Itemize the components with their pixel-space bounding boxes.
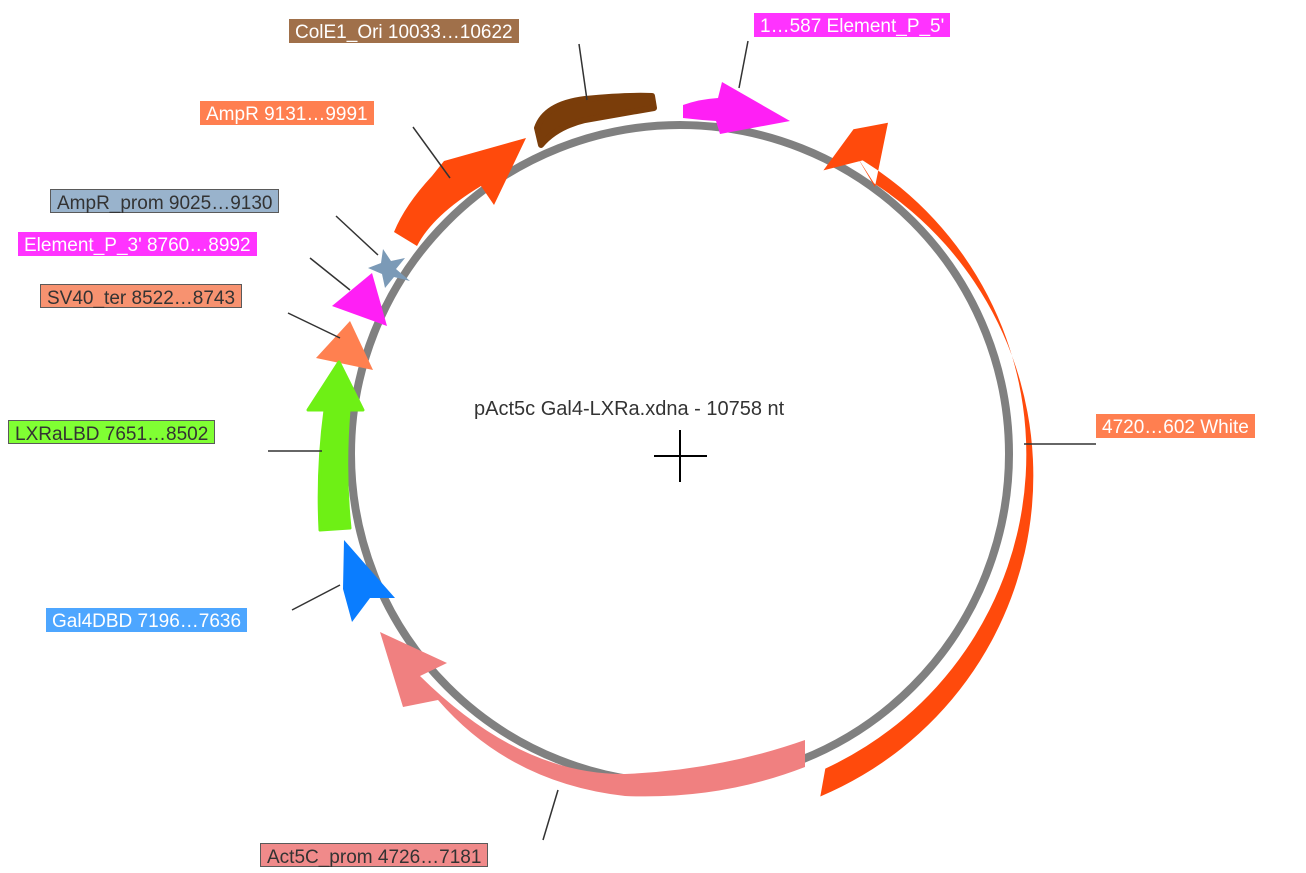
feature-gal4dbd[interactable] (343, 540, 395, 622)
label-lxralbd[interactable]: LXRaLBD 7651…8502 (8, 420, 216, 445)
feature-sv40-ter[interactable] (316, 321, 373, 370)
label-element-p3[interactable]: Element_P_3' 8760…8992 (18, 232, 257, 256)
label-element-p5[interactable]: 1…587 Element_P_5' (754, 13, 951, 37)
leader-cole1-ori (578, 43, 588, 101)
feature-element-p3[interactable] (332, 273, 387, 326)
feature-lxralbd[interactable] (306, 360, 365, 532)
feature-element-p5[interactable] (683, 82, 790, 134)
label-cole1-ori[interactable]: ColE1_Ori 10033…10622 (289, 19, 519, 43)
label-ampr-prom[interactable]: AmpR_prom 9025…9130 (50, 189, 280, 214)
center-crosshair-icon (654, 430, 707, 482)
leader-element-p3 (309, 257, 351, 291)
feature-ampr-prom[interactable] (368, 249, 410, 288)
leader-lines (268, 40, 1096, 841)
leader-ampr-prom (335, 215, 379, 256)
leader-ampr (412, 126, 451, 179)
leader-element-p5 (738, 40, 749, 89)
label-gal4dbd[interactable]: Gal4DBD 7196…7636 (46, 608, 248, 632)
feature-cole1-ori[interactable] (534, 92, 657, 148)
feature-act5c-prom[interactable] (380, 632, 805, 797)
leader-sv40-ter (287, 312, 341, 339)
label-act5c-prom[interactable]: Act5C_prom 4726…7181 (260, 843, 489, 868)
leader-act5c-prom (542, 789, 559, 841)
feature-ampr[interactable] (394, 138, 526, 246)
label-ampr[interactable]: AmpR 9131…9991 (200, 101, 374, 125)
map-title: pAct5c Gal4-LXRa.xdna - 10758 nt (474, 398, 785, 420)
feature-white[interactable] (820, 122, 1034, 797)
leader-gal4dbd (291, 584, 341, 611)
label-white[interactable]: 4720…602 White (1096, 414, 1255, 438)
label-sv40-ter[interactable]: SV40_ter 8522…8743 (40, 284, 243, 309)
